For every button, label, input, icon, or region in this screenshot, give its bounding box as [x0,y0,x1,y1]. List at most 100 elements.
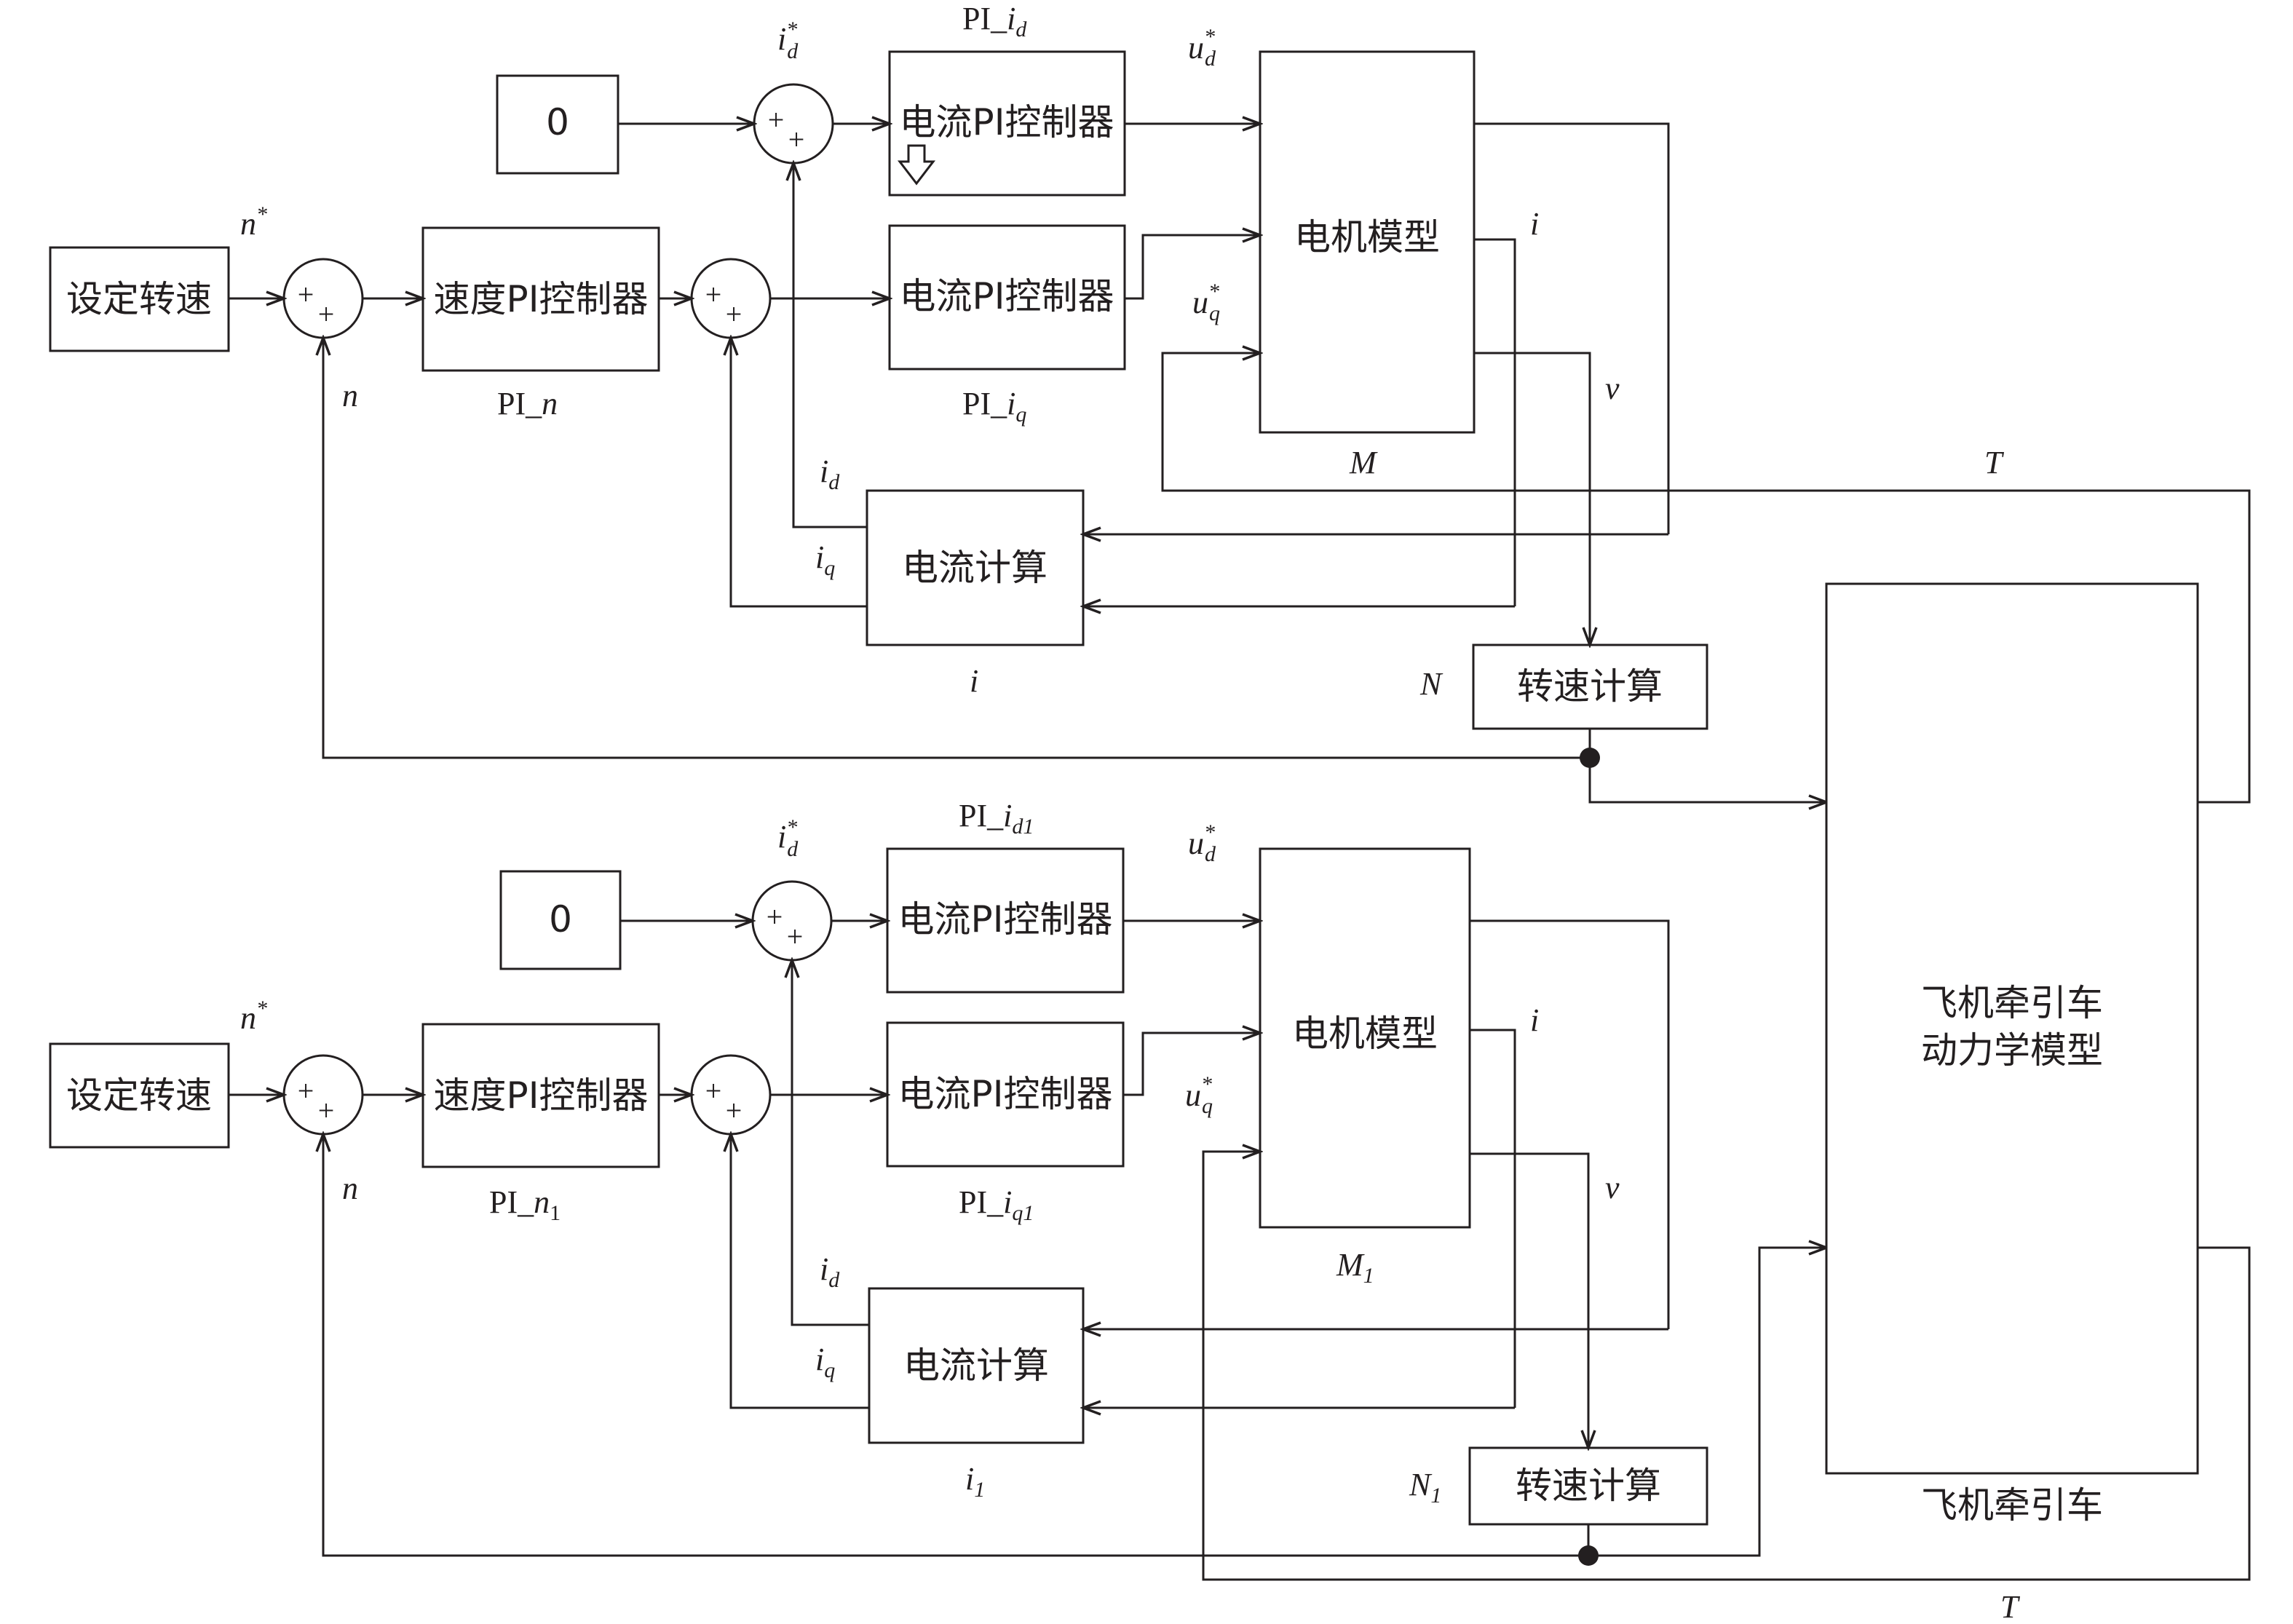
plus-sign: + [298,278,314,311]
set-speed-label-1: 设定转速 [66,1074,212,1117]
motor-M-label: M [1349,445,1378,480]
speed-pi-label: 速度PI控制器 [434,278,649,320]
T-lower-label: T [2000,1589,2021,1624]
pi-id-label: PI_id [962,1,1027,41]
tractor-dynamics-block [1825,582,2199,1475]
speed-calc-block [1472,643,1708,730]
tractor-model-label-line1: 飞机牵引车 [1921,982,2103,1024]
upper-control-loop: 设定转速 + + 速度PI控制器 + + 0 + + 电流PI控制器 电流PI控… [49,1,2251,804]
motor-model-label-1: 电机模型 [1292,1013,1438,1055]
v-output-label-1: v [1605,1170,1620,1205]
wire-currentcalc-iq-feedback [731,338,867,608]
speed-calc-label: 转速计算 [1517,665,1663,708]
current-calc-block [866,489,1085,646]
id-feedback-label: id [820,453,840,494]
plus-sign: + [767,900,783,933]
uq-star-label-1: u*q [1185,1072,1213,1118]
iq-feedback-label-1: iq [815,1342,835,1382]
tractor-model-label-line2: 动力学模型 [1921,1029,2103,1072]
plus-sign: + [787,920,804,953]
wire-speed-feedback [323,338,1591,759]
wire-speed-to-tractor-1 [1588,1248,1826,1557]
plus-sign: + [318,1094,335,1127]
zero-block [496,74,619,175]
iq-feedback-label: iq [815,539,835,580]
wire-uq-to-motor [1125,235,1260,300]
wire-motor-out-id [1474,122,1670,534]
ud-star-label-1: u*d [1188,820,1216,866]
wire-motor-out-id-1 [1470,919,1670,1329]
motor-M1-label: M1 [1336,1247,1374,1288]
uq-star-label: u*q [1192,280,1220,325]
wire-speed-feedback-1 [323,1134,1590,1557]
i-calc-label: i [970,663,978,699]
plus-sign: + [768,103,785,136]
pi-n1-label: PI_n1 [489,1184,561,1225]
speed-calc-block-1 [1468,1446,1708,1526]
i-output-label: i [1530,206,1539,242]
plus-sign: + [705,1074,722,1107]
zero-label: 0 [546,101,569,143]
wire-motor-v-to-speedcalc [1474,352,1590,645]
pi-id1-label: PI_id1 [959,798,1034,839]
plus-sign: + [298,1074,314,1107]
wire-currentcalc-iq-feedback-1 [731,1134,869,1409]
wire-speed-to-tractor [1588,758,1826,802]
current-calc-label-1: 电流计算 [903,1344,1049,1387]
N-label: N [1419,666,1443,702]
wire-motor-out-iq-1 [1470,1029,1516,1408]
plus-sign: + [318,298,335,330]
pi-n-label: PI_n [497,386,558,421]
lower-control-loop: 设定转速 + + 速度PI控制器 + + 0 + + 电流PI控制器 电流PI控… [49,798,2251,1624]
i-output-label-1: i [1530,1002,1539,1038]
ud-star-label: u*d [1188,25,1216,71]
tractor-caption: 飞机牵引车 [1921,1484,2103,1526]
speed-calc-label-1: 转速计算 [1516,1465,1661,1507]
current-pi-d-label-1: 电流PI控制器 [898,898,1113,940]
i1-calc-label: i1 [965,1461,985,1502]
wire-motor-v-to-speedcalc-1 [1470,1152,1588,1448]
hollow-down-arrow-icon [897,144,936,186]
wire-torque-T-upper [1161,353,2251,804]
N1-label: N1 [1409,1467,1441,1508]
speed-pi-block-1 [421,1023,660,1168]
current-calc-label: 电流计算 [902,547,1048,589]
wire-currentcalc-id-feedback-1 [792,960,869,1326]
n-star-label: n* [240,202,267,242]
wire-currentcalc-id-feedback [793,163,867,528]
pi-iq1-label: PI_iq1 [959,1184,1034,1225]
junction-dot-1 [1578,1545,1599,1566]
tractor-dynamics: 飞机牵引车 动力学模型 飞机牵引车 [1825,582,2199,1526]
plus-sign: + [788,123,805,156]
set-speed-block [49,246,230,352]
motor-model-block-1 [1259,847,1471,1229]
v-output-label: v [1605,371,1620,406]
current-pi-q-block [888,224,1126,371]
plus-sign: + [726,298,742,330]
current-pi-q-block-1 [886,1021,1125,1168]
motor-model-label: 电机模型 [1294,216,1440,258]
plus-sign: + [726,1094,742,1127]
n-feedback-label-1: n [342,1171,358,1206]
id-star-label: i*d [777,17,799,63]
plus-sign: + [705,278,722,311]
wire-motor-out-iq [1474,238,1516,606]
current-pi-d-block [888,50,1126,197]
speed-pi-block [421,226,660,372]
current-calc-block-1 [868,1287,1085,1444]
T-upper-label: T [1984,445,2005,480]
id-star-label-1: i*d [777,815,799,861]
pi-iq-label: PI_iq [962,386,1026,427]
zero-label-1: 0 [549,898,572,940]
set-speed-block-1 [49,1042,230,1149]
n-feedback-label: n [342,378,358,413]
current-pi-d-label: 电流PI控制器 [900,101,1114,143]
junction-dot [1580,748,1600,768]
n-star-label-1: n* [240,997,267,1036]
wire-torque-T-lower [1202,1152,2251,1581]
wire-uq-to-motor-1 [1123,1033,1260,1096]
current-pi-q-label: 电流PI控制器 [900,275,1114,317]
current-pi-d-block-1 [886,847,1125,994]
speed-pi-label-1: 速度PI控制器 [434,1074,649,1117]
